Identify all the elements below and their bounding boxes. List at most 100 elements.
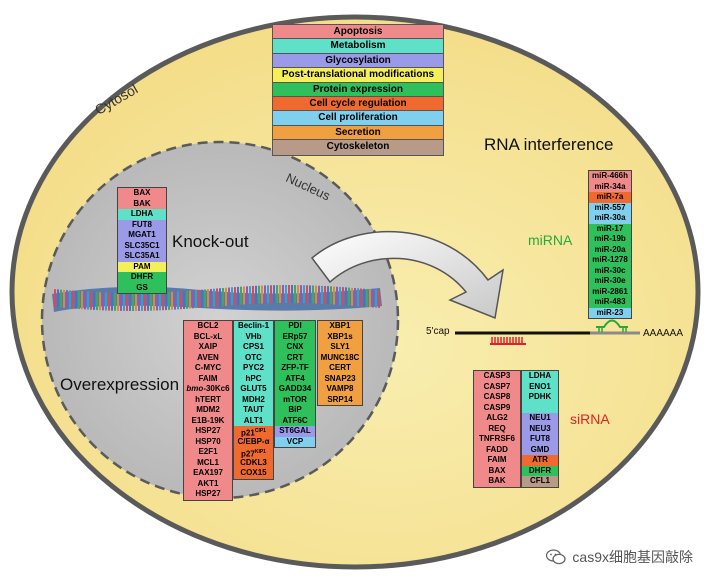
dna-base-pair bbox=[276, 285, 278, 304]
gene-cell: XBP1s bbox=[318, 331, 362, 342]
dna-base-pair bbox=[195, 290, 197, 309]
gene-cell: FUT8 bbox=[118, 219, 166, 230]
gene-cell: VHb bbox=[234, 331, 273, 342]
dna-base-pair bbox=[342, 287, 344, 306]
legend-item: Secretion bbox=[273, 125, 443, 141]
dna-base-pair bbox=[84, 291, 86, 310]
dna-base-pair bbox=[147, 292, 149, 311]
dna-base-pair bbox=[315, 285, 317, 304]
legend-item: Protein expression bbox=[273, 82, 443, 97]
dna-base-pair bbox=[261, 285, 263, 304]
dna-base-pair bbox=[228, 287, 230, 306]
dna-base-pair bbox=[135, 292, 137, 311]
gene-cell: REQ bbox=[474, 423, 520, 434]
gene-cell: E1B-19K bbox=[184, 415, 232, 426]
gene-cell: FADD bbox=[474, 444, 520, 455]
dna-base-pair bbox=[264, 285, 266, 304]
dna-base-pair bbox=[192, 290, 194, 309]
dna-base-pair bbox=[249, 286, 251, 305]
dna-base-pair bbox=[312, 285, 314, 304]
dna-base-pair bbox=[183, 290, 185, 309]
gene-cell: p21CIP1 bbox=[234, 426, 273, 437]
gene-cell: BAX bbox=[474, 465, 520, 476]
gene-cell: NEU1 bbox=[522, 413, 558, 424]
gene-cell: CFL1 bbox=[522, 476, 558, 487]
gene-cell: CDKL3 bbox=[234, 457, 273, 468]
gene-cell: SLY1 bbox=[318, 342, 362, 353]
legend-item: Metabolism bbox=[273, 39, 443, 54]
gene-cell: NEU3 bbox=[522, 423, 558, 434]
gene-cell: miR-20a bbox=[589, 244, 631, 255]
gene-cell: BCL2 bbox=[184, 321, 232, 332]
dna-base-pair bbox=[144, 292, 146, 311]
gene-cell: E2F1 bbox=[184, 447, 232, 458]
gene-cell: DHFR bbox=[118, 272, 166, 283]
gene-cell: CASP9 bbox=[474, 402, 520, 413]
gene-cell: VAMP8 bbox=[318, 384, 362, 395]
gene-cell: SRP14 bbox=[318, 394, 362, 405]
dna-base-pair bbox=[372, 289, 374, 308]
legend-item: Cell cycle regulation bbox=[273, 96, 443, 112]
gene-cell: CASP3 bbox=[474, 371, 520, 382]
dna-base-pair bbox=[66, 290, 68, 309]
dna-base-pair bbox=[165, 292, 167, 311]
dna-base-pair bbox=[375, 289, 377, 308]
dna-base-pair bbox=[141, 292, 143, 311]
gene-cell: CASP8 bbox=[474, 392, 520, 403]
footer-watermark: cas9x细胞基因敲除 bbox=[546, 547, 693, 567]
dna-base-pair bbox=[93, 291, 95, 310]
gene-cell: PDI bbox=[275, 321, 315, 332]
gene-cell: HSP27 bbox=[184, 489, 232, 500]
gene-cell: BAK bbox=[474, 476, 520, 487]
gene-cell: GS bbox=[118, 282, 166, 293]
legend-item: Cytoskeleton bbox=[273, 140, 443, 155]
gene-cell: miR-2861 bbox=[589, 286, 631, 297]
gene-cell: XBP1 bbox=[318, 321, 362, 332]
dna-base-pair bbox=[78, 290, 80, 309]
dna-base-pair bbox=[354, 288, 356, 307]
dna-base-pair bbox=[153, 292, 155, 311]
dna-base-pair bbox=[294, 285, 296, 304]
dna-base-pair bbox=[369, 289, 371, 308]
legend-item: Apoptosis bbox=[273, 25, 443, 40]
dna-base-pair bbox=[138, 292, 140, 311]
dna-base-pair bbox=[123, 292, 125, 311]
gene-cell: p27KIP1 bbox=[234, 447, 273, 458]
dna-base-pair bbox=[348, 287, 350, 306]
dna-base-pair bbox=[300, 285, 302, 304]
gene-cell: CRT bbox=[275, 352, 315, 363]
dna-base-pair bbox=[177, 291, 179, 310]
dna-base-pair bbox=[207, 289, 209, 308]
dna-base-pair bbox=[117, 292, 119, 311]
dna-base-pair bbox=[306, 285, 308, 304]
dna-base-pair bbox=[198, 289, 200, 308]
dna-base-pair bbox=[156, 292, 158, 311]
dna-base-pair bbox=[75, 290, 77, 309]
dna-base-pair bbox=[54, 289, 56, 308]
dna-base-pair bbox=[237, 286, 239, 305]
dna-base-pair bbox=[288, 285, 290, 304]
dna-base-pair bbox=[111, 292, 113, 311]
gene-cell: MGAT1 bbox=[118, 230, 166, 241]
gene-cell: miR-483 bbox=[589, 297, 631, 308]
dna-base-pair bbox=[282, 285, 284, 304]
gene-cell: ST6GAL bbox=[275, 426, 315, 437]
gene-cell: CERT bbox=[318, 363, 362, 374]
dna-base-pair bbox=[150, 292, 152, 311]
legend-item: Post-translational modifications bbox=[273, 68, 443, 83]
gene-cell: MUNC18C bbox=[318, 352, 362, 363]
gene-cell: TAUT bbox=[234, 405, 273, 416]
gene-cell: SLC35A1 bbox=[118, 251, 166, 262]
dna-base-pair bbox=[222, 287, 224, 306]
dna-base-pair bbox=[351, 287, 353, 306]
gene-cell: FUT8 bbox=[522, 434, 558, 445]
gene-cell: OTC bbox=[234, 352, 273, 363]
overexpression-label: Overexpression bbox=[60, 375, 180, 394]
gene-cell: PYC2 bbox=[234, 363, 273, 374]
rna-interference-label: RNA interference bbox=[484, 135, 614, 154]
